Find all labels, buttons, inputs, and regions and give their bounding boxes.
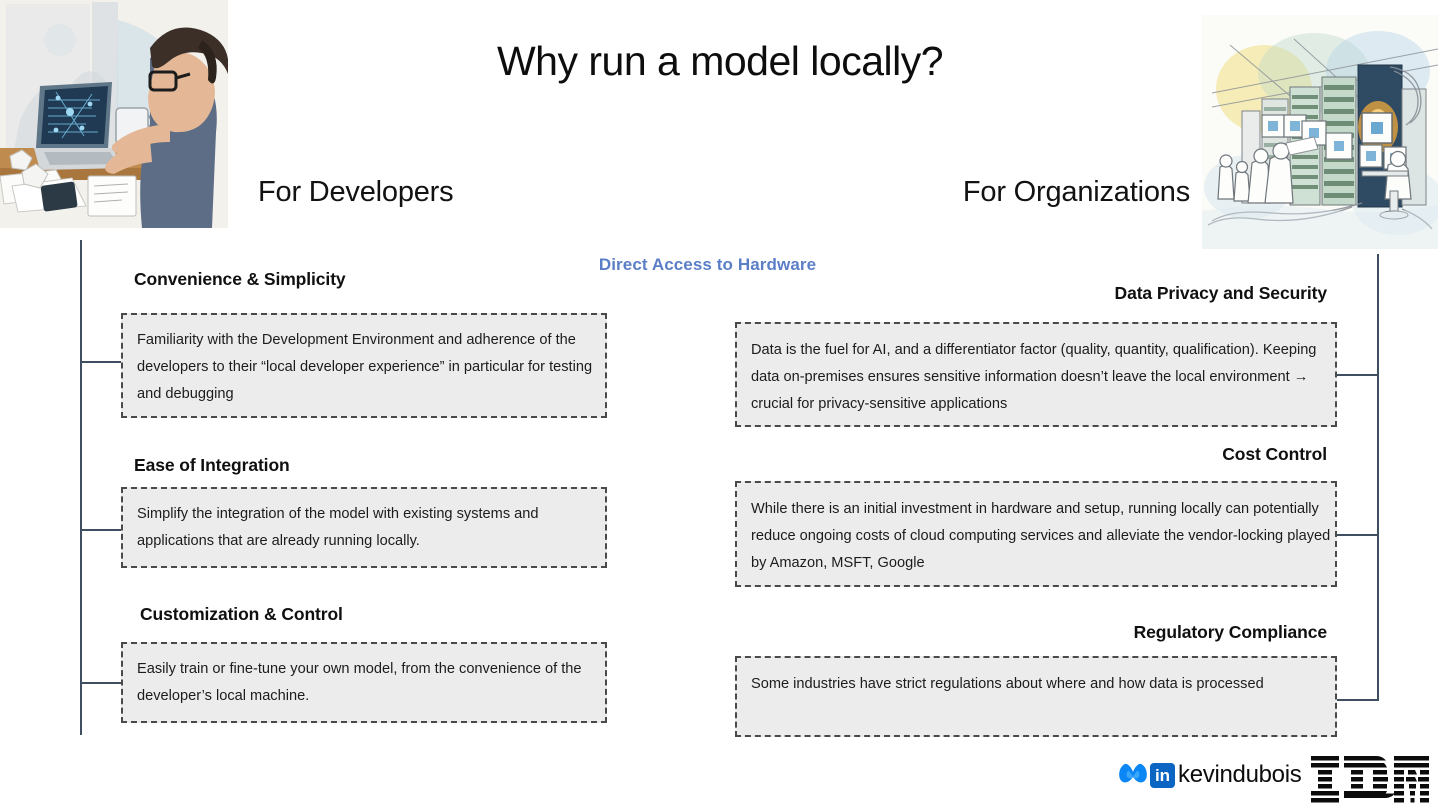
item-box-convenience-simplicity: Familiarity with the Development Environ… bbox=[121, 313, 607, 418]
item-body-cost-control: While there is an initial investment in … bbox=[751, 501, 1331, 571]
item-heading-customization-control: Customization & Control bbox=[140, 604, 343, 624]
right-connector-1 bbox=[1337, 374, 1379, 376]
left-connector-3 bbox=[80, 682, 122, 684]
footer-social: in kevindubois bbox=[1118, 752, 1302, 798]
item-body-convenience-simplicity: Familiarity with the Development Environ… bbox=[137, 332, 593, 402]
page-title: Why run a model locally? bbox=[496, 38, 944, 84]
data-center-racks-illustration bbox=[1202, 15, 1438, 249]
bluesky-butterfly-icon[interactable] bbox=[1118, 762, 1148, 788]
item-body-data-privacy-security: Data is the fuel for AI, and a different… bbox=[751, 342, 1317, 412]
item-heading-convenience-simplicity: Convenience & Simplicity bbox=[134, 269, 346, 289]
column-heading-developers: For Developers bbox=[258, 176, 454, 208]
item-body-ease-of-integration: Simplify the integration of the model wi… bbox=[137, 506, 539, 549]
item-box-cost-control: While there is an initial investment in … bbox=[735, 481, 1337, 587]
right-connector-3 bbox=[1337, 699, 1379, 701]
item-box-customization-control: Easily train or fine-tune your own model… bbox=[121, 642, 607, 723]
developer-at-laptop-illustration bbox=[0, 0, 228, 228]
item-box-data-privacy-security: Data is the fuel for AI, and a different… bbox=[735, 322, 1337, 427]
item-box-regulatory-compliance: Some industries have strict regulations … bbox=[735, 656, 1337, 737]
right-connector-2 bbox=[1337, 534, 1379, 536]
item-heading-data-privacy-security: Data Privacy and Security bbox=[1114, 283, 1328, 303]
item-body-regulatory-compliance: Some industries have strict regulations … bbox=[751, 676, 1264, 692]
center-subheading-direct-access: Direct Access to Hardware bbox=[598, 255, 817, 274]
ibm-logo bbox=[1311, 756, 1429, 804]
left-connector-2 bbox=[80, 529, 122, 531]
social-handle: kevindubois bbox=[1178, 761, 1302, 788]
item-body-customization-control: Easily train or fine-tune your own model… bbox=[137, 661, 582, 704]
right-bracket-rail bbox=[1377, 254, 1379, 700]
left-bracket-rail bbox=[80, 240, 82, 735]
item-heading-regulatory-compliance: Regulatory Compliance bbox=[1133, 622, 1327, 642]
item-box-ease-of-integration: Simplify the integration of the model wi… bbox=[121, 487, 607, 568]
left-connector-1 bbox=[80, 361, 122, 363]
linkedin-icon[interactable]: in bbox=[1150, 762, 1175, 788]
item-heading-ease-of-integration: Ease of Integration bbox=[134, 455, 290, 475]
column-heading-organizations: For Organizations bbox=[962, 176, 1190, 208]
item-heading-cost-control: Cost Control bbox=[1222, 444, 1327, 464]
